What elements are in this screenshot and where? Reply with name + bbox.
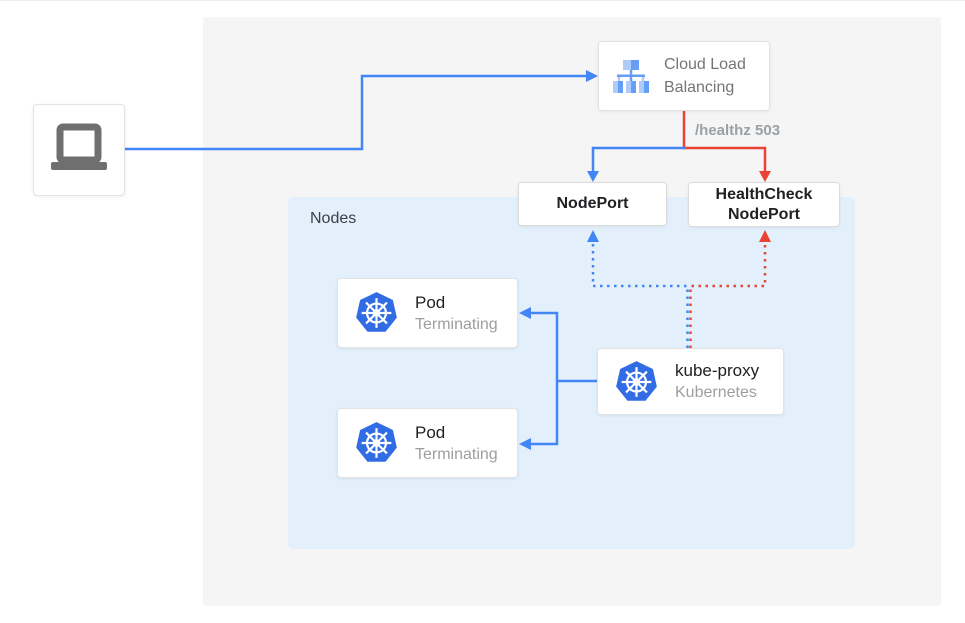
kubernetes-icon xyxy=(354,421,399,465)
healthcheck-nodeport-label-line1: HealthCheck xyxy=(715,185,813,203)
nodes-group-label: Nodes xyxy=(310,210,357,227)
kube-proxy-subtitle: Kubernetes xyxy=(675,384,757,401)
pod-node-2: Pod Terminating xyxy=(337,408,518,478)
pod-status: Terminating xyxy=(415,315,498,333)
kubernetes-icon xyxy=(614,360,659,404)
kube-proxy-node: kube-proxy Kubernetes xyxy=(597,348,784,415)
client-node xyxy=(33,104,125,196)
pod-node-1: Pod Terminating xyxy=(337,278,518,348)
cloud-load-balancer-icon xyxy=(613,59,649,93)
healthz-status-label: /healthz 503 xyxy=(695,122,781,139)
pod-title: Pod xyxy=(415,292,446,312)
kube-proxy-title: kube-proxy xyxy=(675,361,760,380)
healthcheck-nodeport-node: HealthCheck NodePort xyxy=(688,182,840,227)
pod-status: Terminating xyxy=(415,445,498,463)
pod-title: Pod xyxy=(415,422,446,442)
nodeport-node: NodePort xyxy=(518,182,667,226)
cloud-load-balancing-node: Cloud Load Balancing xyxy=(598,41,770,111)
nodeport-label: NodePort xyxy=(556,195,629,212)
kubernetes-icon xyxy=(354,291,399,335)
laptop-icon xyxy=(47,122,111,178)
healthcheck-nodeport-label-line2: NodePort xyxy=(728,205,800,223)
cloud-load-balancing-label: Cloud Load Balancing xyxy=(664,56,746,96)
